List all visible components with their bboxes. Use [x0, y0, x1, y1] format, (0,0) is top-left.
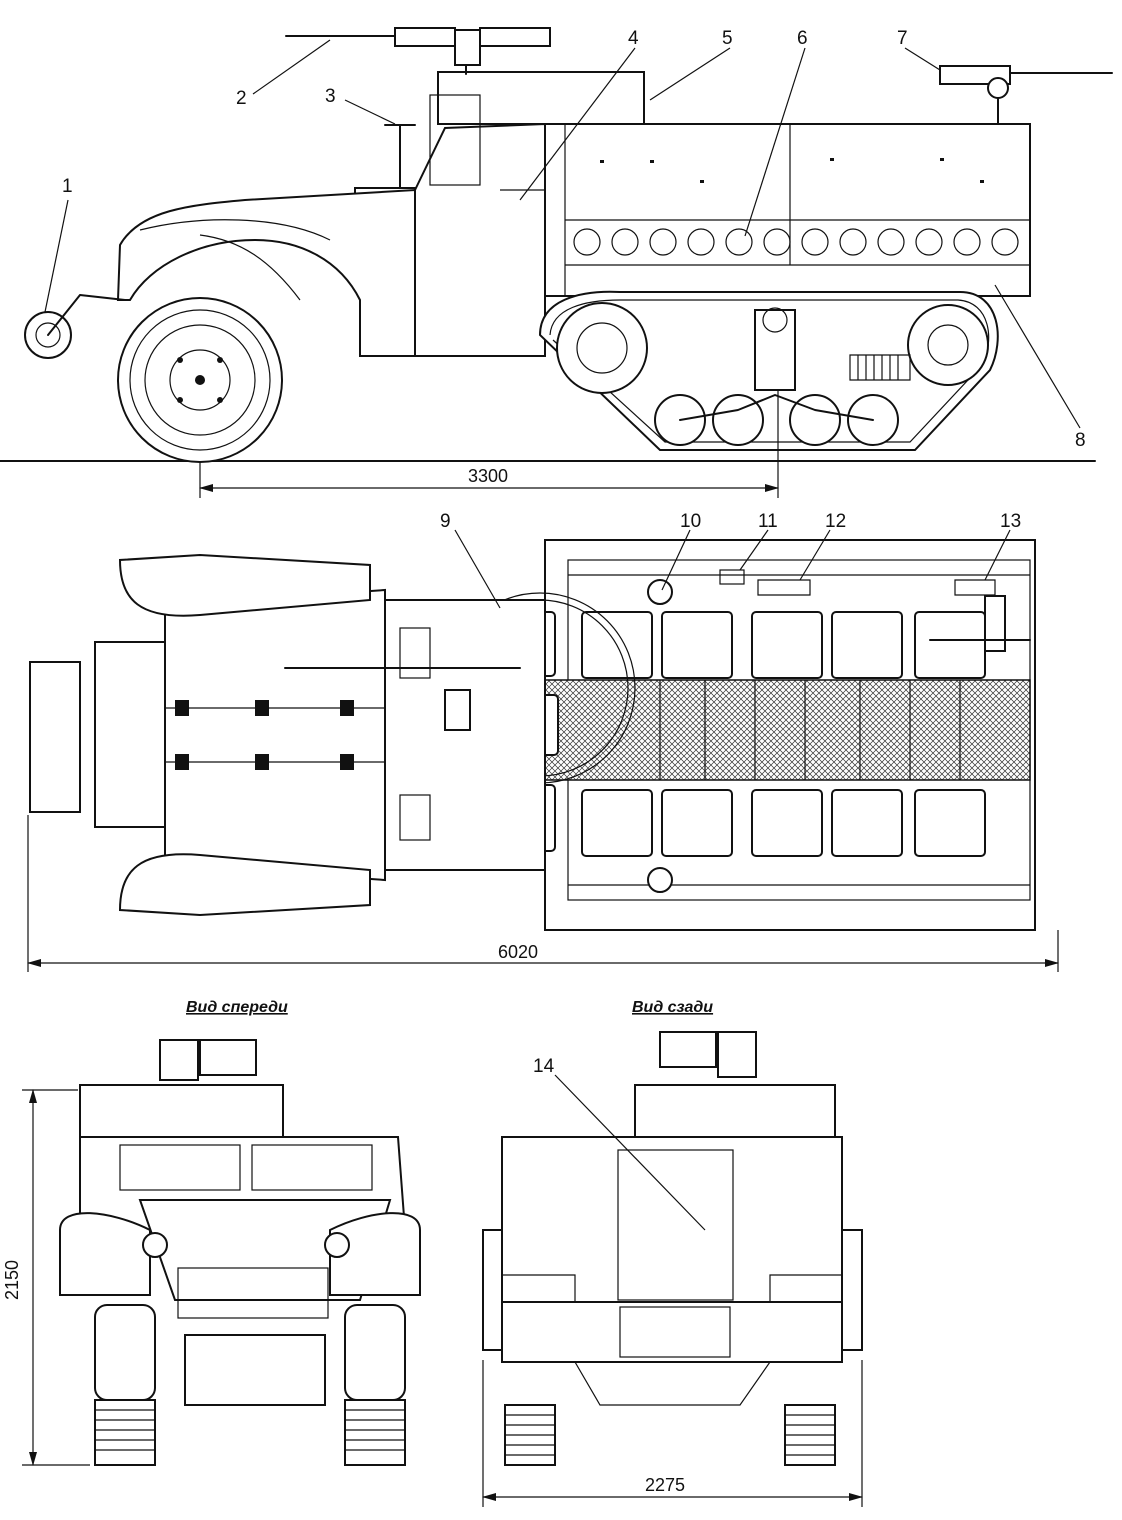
rear-view-title: Вид сзади [632, 999, 713, 1016]
callout-14: 14 [533, 1056, 555, 1077]
callout-9: 9 [440, 511, 451, 532]
stowage-rack [573, 228, 1019, 256]
rear-hull [544, 123, 1031, 297]
wheelbase-dimension: 3300 [199, 390, 779, 498]
height-dimension: 2150 [2, 1089, 90, 1466]
top-roller [29, 661, 81, 813]
callout-2: 2 [236, 88, 247, 109]
callout-12: 12 [825, 511, 846, 532]
length-dimension: 6020 [27, 815, 1059, 972]
top-fender-left [118, 553, 371, 617]
length-label: 6020 [498, 942, 538, 962]
height-label: 2150 [2, 1260, 22, 1300]
seats-right-row [581, 789, 986, 857]
callout-1: 1 [62, 176, 73, 197]
front-wheel [117, 297, 283, 463]
mg-ring-mount [437, 71, 645, 125]
callout-6: 6 [797, 28, 808, 49]
seats-left-row [581, 611, 986, 679]
wheelbase-label: 3300 [468, 466, 508, 486]
width-label: 2275 [645, 1475, 685, 1495]
callout-7: 7 [897, 28, 908, 49]
rear-view: Вид сзади 14 2275 [482, 999, 863, 1507]
callout-3: 3 [325, 86, 336, 107]
width-dimension: 2275 [482, 1360, 863, 1507]
front-roller [24, 294, 126, 359]
hood-fender [116, 188, 416, 357]
track [538, 290, 999, 451]
front-view: Вид спереди 2150 [2, 999, 421, 1466]
side-leaders [44, 39, 1081, 429]
callout-5: 5 [722, 28, 733, 49]
front-view-title: Вид спереди [186, 999, 288, 1016]
callout-11: 11 [758, 511, 778, 532]
rear-door [617, 1149, 734, 1301]
callout-13: 13 [1000, 511, 1021, 532]
callout-10: 10 [680, 511, 701, 532]
top-radiator [94, 641, 166, 828]
front-machine-gun [285, 27, 551, 75]
callout-4: 4 [628, 28, 639, 49]
callout-8: 8 [1075, 430, 1086, 451]
rear-hull-plate [501, 1136, 843, 1303]
rear-machine-gun [939, 65, 1113, 125]
side-view: 1 2 3 4 5 6 7 8 3300 [0, 27, 1113, 498]
top-cab [384, 599, 546, 871]
top-fender-right [118, 853, 371, 917]
top-view: 9 10 11 12 13 6020 [27, 511, 1059, 972]
top-hood [164, 588, 386, 882]
